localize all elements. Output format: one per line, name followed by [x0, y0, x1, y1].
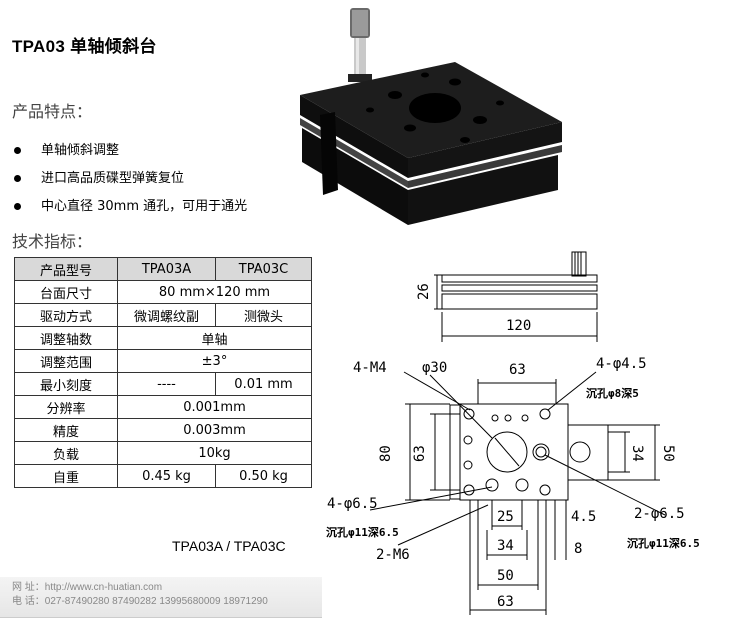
stage-body — [300, 62, 562, 225]
dim-63-top-label: 63 — [509, 362, 526, 378]
counterbore-11-left-label: 沉孔φ11深6.5 — [326, 525, 399, 539]
row-value-c: 0.50 kg — [215, 464, 312, 488]
dim-width-label: 120 — [506, 318, 531, 334]
row-value-a: 微调螺纹副 — [117, 303, 216, 327]
features-heading: 产品特点： — [12, 102, 93, 121]
website-line: 网 址：http://www.cn-huatian.com — [12, 582, 163, 593]
row-label: 台面尺寸 — [14, 280, 118, 304]
dim-50-bottom-label: 50 — [497, 568, 514, 584]
bullet-icon — [14, 203, 21, 210]
row-label: 自重 — [14, 464, 118, 488]
feature-item: 单轴倾斜调整 — [14, 139, 119, 158]
row-value: 80 mm×120 mm — [117, 280, 312, 304]
table-row: 调整范围±3° — [14, 349, 312, 373]
row-label: 负载 — [14, 441, 118, 465]
page-title: TPA03 单轴倾斜台 — [12, 37, 157, 56]
product-photo — [300, 8, 562, 225]
row-value-c: 0.01 mm — [215, 372, 312, 396]
bullet-icon — [14, 147, 21, 154]
row-value: 10kg — [117, 441, 312, 465]
row-label: 分辨率 — [14, 395, 118, 419]
hole-m4-label: 4-M4 — [353, 360, 387, 376]
counterbore-11-right-label: 沉孔φ11深6.5 — [627, 536, 700, 550]
dim-8-label: 8 — [574, 541, 582, 557]
row-value-a: ---- — [117, 372, 216, 396]
row-label: 最小刻度 — [14, 372, 118, 396]
dim-63-left-label: 63 — [412, 445, 428, 462]
dim-45-bottom-label: 4.5 — [571, 509, 596, 525]
table-row: 调整轴数单轴 — [14, 326, 312, 350]
table-row: 驱动方式微调螺纹副测微头 — [14, 303, 312, 327]
model-caption: TPA03A / TPA03C — [172, 538, 286, 554]
row-label: 调整范围 — [14, 349, 118, 373]
hole-d65-4-label: 4-φ6.5 — [327, 496, 378, 512]
micrometer-icon — [348, 8, 372, 82]
technical-drawing: 26 120 4-M4 φ30 63 4-φ4.5 沉孔φ8深5 80 63 3… — [326, 251, 700, 615]
table-header-cell: 产品型号 — [14, 257, 118, 281]
table-header-cell: TPA03A — [117, 257, 216, 281]
row-label: 调整轴数 — [14, 326, 118, 350]
row-value: 单轴 — [117, 326, 312, 350]
table-header-row: 产品型号 TPA03A TPA03C — [14, 257, 312, 281]
hole-d65-2-label: 2-φ6.5 — [634, 506, 685, 522]
dim-50-right-label: 50 — [660, 445, 676, 462]
row-value-c: 测微头 — [215, 303, 312, 327]
hole-d30-label: φ30 — [422, 360, 447, 376]
dim-25-label: 25 — [497, 509, 514, 525]
row-label: 精度 — [14, 418, 118, 442]
hole-m6-label: 2-M6 — [376, 547, 410, 563]
phone-line: 电 话：027-87490280 87490282 13995680009 18… — [12, 596, 268, 607]
feature-item: 中心直径 30mm 通孔，可用于通光 — [14, 195, 247, 214]
dim-34-right-label: 34 — [629, 445, 645, 462]
row-value-a: 0.45 kg — [117, 464, 216, 488]
dim-80-label: 80 — [378, 445, 394, 462]
dim-height-label: 26 — [416, 283, 432, 300]
dim-63-bottom-label: 63 — [497, 594, 514, 610]
row-label: 驱动方式 — [14, 303, 118, 327]
counterbore-8-label: 沉孔φ8深5 — [586, 386, 639, 400]
feature-item: 进口高品质碟型弹簧复位 — [14, 167, 184, 186]
bullet-icon — [14, 175, 21, 182]
table-header-cell: TPA03C — [215, 257, 312, 281]
contact-footer: 网 址：http://www.cn-huatian.com 电 话：027-87… — [0, 577, 322, 618]
row-value: 0.003mm — [117, 418, 312, 442]
hole-d45-label: 4-φ4.5 — [596, 356, 647, 372]
row-value: 0.001mm — [117, 395, 312, 419]
dim-34-bottom-label: 34 — [497, 538, 514, 554]
table-row: 最小刻度----0.01 mm — [14, 372, 312, 396]
row-value: ±3° — [117, 349, 312, 373]
specs-heading: 技术指标： — [12, 232, 93, 251]
